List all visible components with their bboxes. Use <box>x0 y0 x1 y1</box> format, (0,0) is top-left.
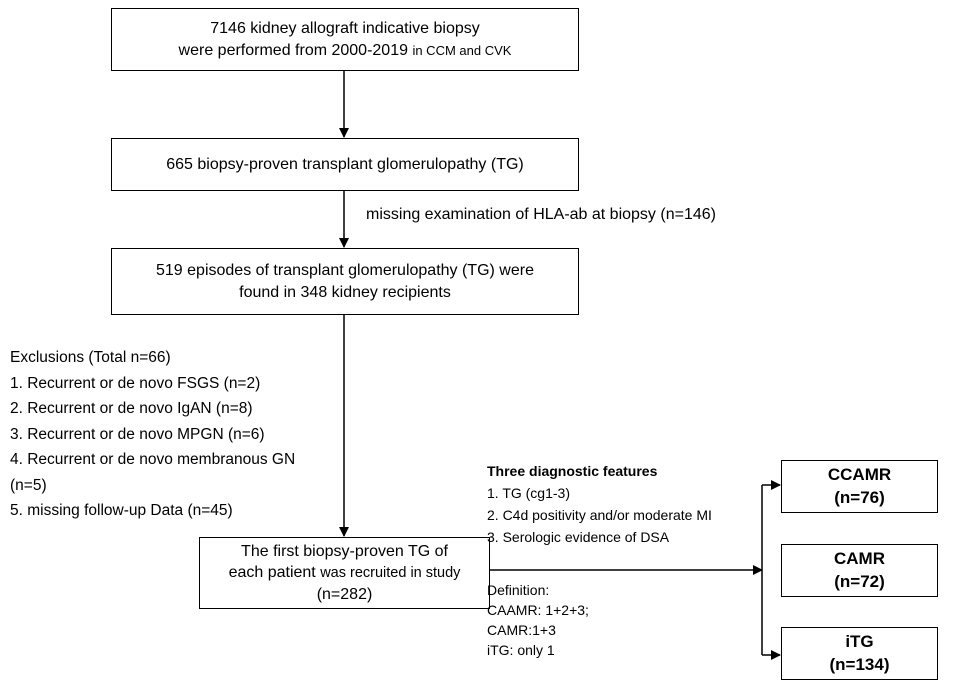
exclusion-item: 2. Recurrent or de novo IgAN (n=8) <box>10 400 253 417</box>
outcome-box-camr: CAMR (n=72) <box>781 544 938 597</box>
outcome-count: (n=72) <box>834 571 885 591</box>
box4-line2-b: was recruited in study <box>320 565 461 582</box>
exclusion-item: 1. Recurrent or de novo FSGS (n=2) <box>10 374 261 392</box>
outcome-name: CAMR <box>834 549 885 569</box>
outcome-box-ccamr: CCAMR (n=76) <box>781 460 938 513</box>
box-tg-episodes: 519 episodes of transplant glomerulopath… <box>111 248 579 315</box>
features-title: Three diagnostic features <box>487 463 658 479</box>
missing-hla-label: missing examination of HLA-ab at biopsy … <box>366 206 716 223</box>
box4-line2-a: each patient <box>228 564 321 582</box>
outcome-count: (n=76) <box>834 487 885 507</box>
definition-item: CAAMR: 1+2+3; <box>487 602 589 618</box>
feature-item: 1. TG (cg1-3) <box>487 485 570 501</box>
outcome-box-itg: iTG (n=134) <box>781 627 938 680</box>
box4-line3: (n=282) <box>316 585 373 603</box>
exclusion-item: 4. Recurrent or de novo membranous GN <box>10 451 296 468</box>
exclusions-title: Exclusions (Total n=66) <box>10 349 171 366</box>
diagnostic-features: Three diagnostic features 1. TG (cg1-3) … <box>487 460 712 548</box>
exclusion-item: 3. Recurrent or de novo MPGN (n=6) <box>10 425 265 443</box>
box1-line2-small: in CCM and CVK <box>412 42 512 58</box>
box-study-cohort: The first biopsy-proven TG of each patie… <box>199 537 490 609</box>
box1-line2: were performed from 2000-2019 in CCM and… <box>179 40 512 62</box>
box3-line1: 519 episodes of transplant glomerulopath… <box>156 261 534 279</box>
exclusions-list: Exclusions (Total n=66) 1. Recurrent or … <box>10 345 295 524</box>
outcome-name: CCAMR <box>827 465 892 485</box>
definition-block: Definition: CAAMR: 1+2+3; CAMR:1+3 iTG: … <box>487 580 589 660</box>
box-tg-biopsies: 665 biopsy-proven transplant glomerulopa… <box>111 138 579 191</box>
feature-item: 2. C4d positivity and/or moderate MI <box>487 507 712 523</box>
definition-item: CAMR:1+3 <box>487 622 556 638</box>
definition-item: iTG: only 1 <box>487 642 555 658</box>
box1-line2-main: were performed from 2000-2019 <box>178 41 413 59</box>
outcome-name: iTG <box>845 632 874 652</box>
definition-title: Definition: <box>487 582 550 598</box>
exclusion-item: 5. missing follow-up Data (n=45) <box>10 502 233 519</box>
box4-line1: The first biopsy-proven TG of <box>241 542 448 560</box>
box-total-biopsies: 7146 kidney allograft indicative biopsy … <box>111 8 579 71</box>
exclusion-item: (n=5) <box>10 476 47 494</box>
box1-line1: 7146 kidney allograft indicative biopsy <box>210 19 480 37</box>
box4-line2: each patient was recruited in study <box>229 562 461 584</box>
feature-item: 3. Serologic evidence of DSA <box>487 529 670 545</box>
box3-line2: found in 348 kidney recipients <box>239 283 451 301</box>
box2-text: 665 biopsy-proven transplant glomerulopa… <box>166 155 524 173</box>
outcome-count: (n=134) <box>829 654 890 674</box>
